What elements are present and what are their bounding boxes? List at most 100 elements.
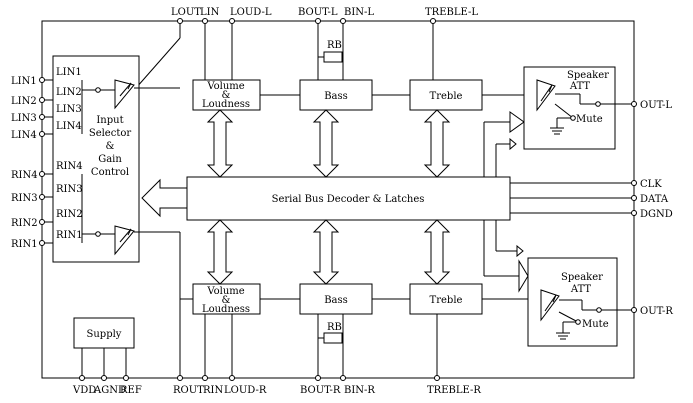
pin-rin4	[39, 171, 45, 177]
pin-rin	[202, 375, 208, 381]
svg-text:Loudness: Loudness	[202, 99, 250, 110]
pin-label-lin: LIN	[200, 7, 220, 18]
selector-amp-top	[95, 79, 180, 110]
svg-text:&: &	[222, 90, 231, 101]
pin-label-treble-l: TREBLE-L	[425, 7, 478, 18]
volume-block-top	[192, 79, 261, 111]
left-pins: LIN1 LIN2 LIN3 LIN4 RIN4 RIN3 RIN2 RIN1 …	[11, 67, 98, 250]
decoder-label: Serial Bus Decoder & Latches	[272, 194, 425, 205]
pin-label-ref: REF	[120, 385, 142, 396]
supply-label: Supply	[87, 329, 122, 340]
arrow-to-selector	[141, 178, 188, 218]
pin-label-treble-r: TREBLE-R	[427, 385, 481, 396]
mute-label-bottom: Mute	[582, 319, 609, 330]
pin-agnd	[101, 375, 107, 381]
svg-text:Input: Input	[96, 115, 123, 126]
svg-text:RIN3: RIN3	[56, 184, 83, 195]
pin-label-rin2: RIN2	[11, 218, 38, 229]
pin-vdd	[79, 375, 85, 381]
pin-label-out-r: OUT-R	[640, 306, 673, 317]
bottom-pins: VDD AGND REF ROUT RIN LOUD-R BOUT-R BIN-…	[72, 232, 481, 396]
svg-text:Gain: Gain	[98, 154, 122, 165]
svg-text:ATT: ATT	[569, 81, 591, 92]
pin-label-clk: CLK	[640, 179, 662, 190]
pin-bout-l	[315, 18, 321, 24]
pin-bin-r	[340, 375, 346, 381]
pin-lin3	[39, 114, 45, 120]
pin-bout-r	[315, 375, 321, 381]
pin-data	[631, 195, 637, 201]
svg-text:LIN1: LIN1	[56, 67, 82, 78]
selector-amp-bottom	[95, 225, 180, 256]
pin-treble-l	[430, 18, 436, 24]
svg-text:LIN4: LIN4	[56, 121, 82, 132]
svg-text:Treble: Treble	[430, 295, 463, 306]
pin-label-bin-l: BIN-L	[344, 7, 374, 18]
pin-label-loud-l: LOUD-L	[230, 7, 272, 18]
svg-text:Bass: Bass	[324, 295, 348, 306]
pin-bin-l	[340, 18, 346, 24]
pin-lin1	[39, 77, 45, 83]
bus-arrows-bottom	[206, 219, 451, 285]
pin-label-bout-l: BOUT-L	[298, 7, 338, 18]
svg-text:Speaker: Speaker	[567, 70, 609, 81]
svg-text:ATT: ATT	[570, 284, 592, 295]
svg-text:Loudness: Loudness	[202, 304, 250, 315]
pin-label-agnd: AGND	[93, 385, 126, 396]
pin-clk	[631, 180, 637, 186]
svg-text:Volume: Volume	[206, 81, 244, 92]
pin-label-vdd: VDD	[72, 385, 96, 396]
pin-rout	[177, 375, 183, 381]
svg-text:Control: Control	[91, 167, 129, 178]
pin-rin3	[39, 194, 45, 200]
svg-text:Treble: Treble	[430, 91, 463, 102]
bus-arrows-top	[206, 109, 451, 178]
rb-bottom: RB	[318, 322, 343, 344]
right-pins: OUT-L CLK DATA DGND OUT-R	[510, 100, 673, 317]
pin-loud-r	[229, 375, 235, 381]
selector-title: Input Selector & Gain Control	[89, 115, 132, 178]
pin-ref	[123, 375, 129, 381]
pin-label-rin1: RIN1	[11, 239, 38, 250]
svg-text:LIN2: LIN2	[56, 87, 82, 98]
bass-block-top	[299, 79, 373, 111]
rb-top: RB	[318, 40, 343, 63]
pin-label-bout-r: BOUT-R	[300, 385, 341, 396]
svg-text:&: &	[222, 295, 231, 306]
rb-top-label: RB	[327, 40, 342, 51]
pin-label-rout: ROUT	[173, 385, 204, 396]
rb-bottom-label: RB	[327, 322, 342, 333]
pin-dgnd	[631, 210, 637, 216]
pin-label-rin: RIN	[203, 385, 223, 396]
pin-label-data: DATA	[640, 194, 669, 205]
svg-text:Bass: Bass	[324, 91, 348, 102]
pin-rin2	[39, 219, 45, 225]
pin-label-loud-r: LOUD-R	[224, 385, 267, 396]
supply-block	[73, 317, 135, 349]
pin-label-lin3: LIN3	[11, 113, 37, 124]
pin-out-r	[631, 307, 637, 313]
pin-label-lin1: LIN1	[11, 76, 37, 87]
pin-rin1	[39, 240, 45, 246]
svg-text:RIN1: RIN1	[56, 230, 83, 241]
pin-label-out-l: OUT-L	[640, 100, 672, 111]
pin-label-lin2: LIN2	[11, 96, 37, 107]
svg-text:RIN2: RIN2	[56, 209, 83, 220]
pin-label-rin3: RIN3	[11, 193, 38, 204]
svg-text:Selector: Selector	[89, 128, 132, 139]
pin-lin2	[39, 97, 45, 103]
pin-lin	[202, 18, 208, 24]
pin-out-l	[631, 101, 637, 107]
pin-label-lin4: LIN4	[11, 130, 37, 141]
svg-text:&: &	[106, 141, 115, 152]
volume-block-bottom	[192, 283, 261, 315]
pin-label-bin-r: BIN-R	[344, 385, 375, 396]
pin-lout	[177, 18, 183, 24]
svg-text:Speaker: Speaker	[561, 272, 603, 283]
svg-text:Volume: Volume	[206, 286, 244, 297]
pin-loud-l	[229, 18, 235, 24]
control-lines	[483, 111, 529, 293]
pin-label-dgnd: DGND	[640, 209, 673, 220]
